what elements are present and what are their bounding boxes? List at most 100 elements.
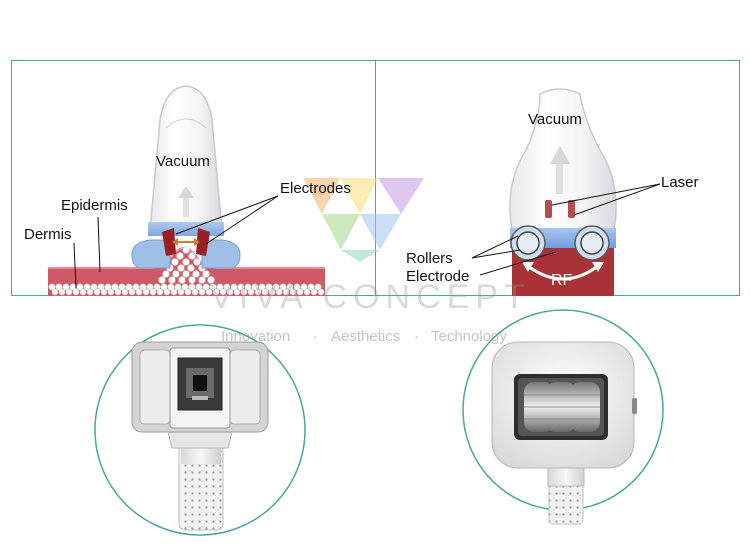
vacuum-applicator-left <box>131 85 241 269</box>
epidermis-label: Epidermis <box>61 197 128 214</box>
fat-cell <box>275 288 283 296</box>
fat-cell <box>251 283 259 291</box>
fat-cell <box>300 283 308 291</box>
fat-cell <box>261 288 269 296</box>
fat-cell <box>65 288 73 296</box>
fat-cell <box>132 283 140 291</box>
fat-cell <box>314 283 322 291</box>
fat-cell <box>182 270 190 278</box>
fat-cell <box>111 283 119 291</box>
tagline-aesthetics: Aesthetics <box>331 328 401 345</box>
fat-cell <box>104 283 112 291</box>
fat-cell <box>139 283 147 291</box>
fat-cell <box>153 283 161 291</box>
vacuum-applicator-right <box>509 88 617 296</box>
fat-cell <box>193 258 201 266</box>
fat-cell <box>114 288 122 296</box>
tagline-separator-2: · <box>414 328 419 345</box>
fat-cell <box>230 283 238 291</box>
fat-cell <box>162 270 170 278</box>
laser-label: Laser <box>661 174 699 191</box>
fat-cell <box>90 283 98 291</box>
fat-cell <box>48 283 56 291</box>
fat-cell <box>198 288 206 296</box>
fat-cell <box>177 288 185 296</box>
fat-cell <box>258 283 266 291</box>
fat-cell <box>223 283 231 291</box>
fat-cell <box>296 288 304 296</box>
fat-cell <box>317 288 325 296</box>
fat-cell <box>167 283 175 291</box>
electrode-label: Electrode <box>406 268 470 285</box>
fat-cell <box>254 288 262 296</box>
fat-cell <box>149 288 157 296</box>
fat-cell <box>62 283 70 291</box>
fat-cell <box>178 276 186 284</box>
viva-logo <box>303 178 424 262</box>
fat-cell <box>272 283 280 291</box>
fat-cell <box>142 288 150 296</box>
fat-cell <box>247 288 255 296</box>
fat-cell <box>181 283 189 291</box>
fat-cell <box>51 288 59 296</box>
fat-cell <box>303 288 311 296</box>
fat-cell <box>125 283 133 291</box>
fat-cell <box>168 276 176 284</box>
fat-cell <box>55 283 63 291</box>
fat-cell <box>240 288 248 296</box>
fat-cell <box>177 264 185 272</box>
fat-cell <box>83 283 91 291</box>
rf-label: RF <box>551 272 573 289</box>
fat-cell <box>307 283 315 291</box>
fat-cell <box>184 288 192 296</box>
fat-cell <box>172 270 180 278</box>
fat-cell <box>286 283 294 291</box>
fat-cell <box>171 258 179 266</box>
fat-cell <box>226 288 234 296</box>
fat-cell <box>58 288 66 296</box>
dermis-label: Dermis <box>24 226 72 243</box>
fat-cell <box>86 288 94 296</box>
fat-cell <box>237 283 245 291</box>
fat-cell <box>158 276 166 284</box>
fat-cell <box>192 270 200 278</box>
fat-cell <box>121 288 129 296</box>
handpiece-photo-left <box>94 324 306 536</box>
fat-cell <box>182 258 190 266</box>
fat-cell <box>282 288 290 296</box>
fat-cell <box>191 288 199 296</box>
tagline-technology: Technology <box>431 328 507 345</box>
handpiece-photo-right <box>462 309 664 525</box>
fat-cell <box>76 283 84 291</box>
fat-cell <box>209 283 217 291</box>
fat-cell <box>170 288 178 296</box>
fat-cell <box>289 288 297 296</box>
fat-cell <box>146 283 154 291</box>
fat-cell <box>244 283 252 291</box>
fat-cell <box>195 283 203 291</box>
fat-cell <box>79 288 87 296</box>
fat-cell <box>268 288 276 296</box>
fat-cell <box>188 276 196 284</box>
tagline-separator-1: · <box>313 328 318 345</box>
fat-cell <box>97 283 105 291</box>
electrodes-label: Electrodes <box>280 180 351 197</box>
fat-cell <box>188 283 196 291</box>
fat-cell <box>118 283 126 291</box>
fat-cell <box>198 276 206 284</box>
fat-cell <box>187 264 195 272</box>
fat-cell <box>174 283 182 291</box>
fat-cell <box>72 288 80 296</box>
vacuum-label-left: Vacuum <box>156 153 210 170</box>
fat-cell <box>163 288 171 296</box>
tagline-innovation: Innovation <box>221 328 291 345</box>
fat-cell <box>182 246 190 254</box>
fat-cell <box>293 283 301 291</box>
fat-cell <box>212 288 220 296</box>
leader-lines-right <box>471 183 661 276</box>
rollers-label: Rollers <box>406 250 453 267</box>
fat-cell <box>128 288 136 296</box>
fat-cell <box>107 288 115 296</box>
fat-cell <box>188 252 196 260</box>
